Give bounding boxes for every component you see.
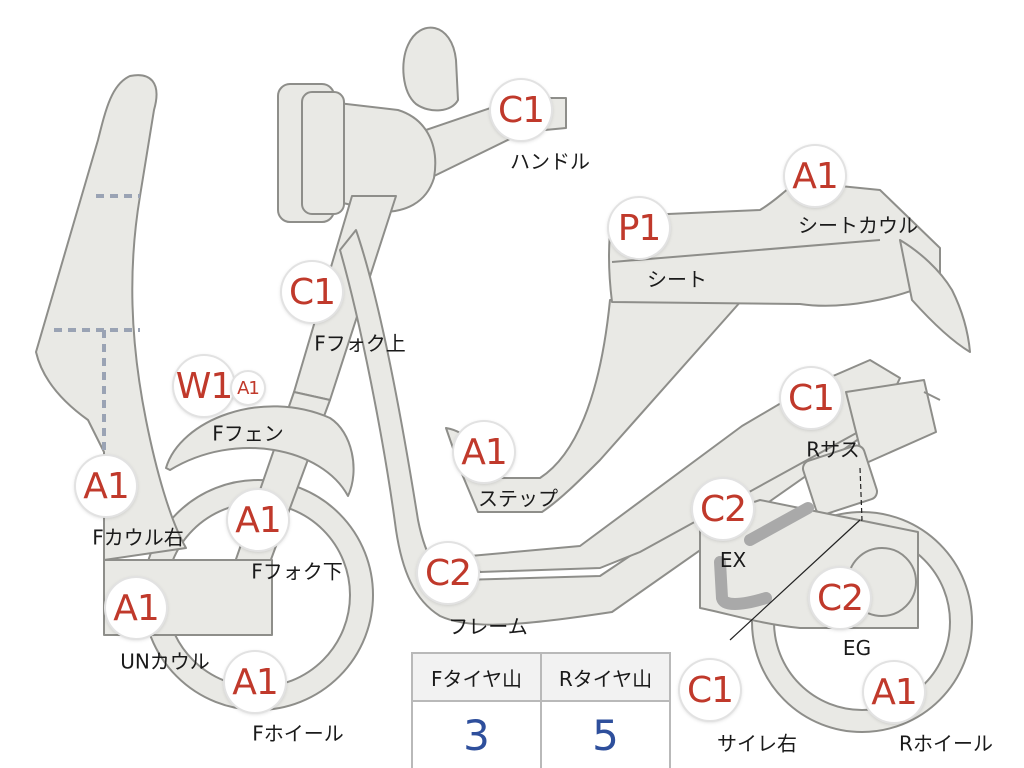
seat-code-badge: P1	[609, 198, 669, 258]
rear-wheel-label: Rホイール	[899, 731, 993, 756]
front-tire-value: 3	[463, 710, 490, 760]
fork-upper-label: Fフォク上	[314, 331, 406, 356]
front-wheel-code-badge: A1	[225, 652, 285, 712]
step-label: ステップ	[478, 486, 558, 511]
rear-sus-code-badge: C1	[781, 368, 841, 428]
under-cowl-label: UNカウル	[120, 649, 210, 674]
cowl-right-code-badge: A1	[76, 456, 136, 516]
tire-tread-table: Fタイヤ山 Rタイヤ山 3 5	[411, 652, 671, 768]
rear-suspension-shape	[845, 379, 937, 465]
headlight-lens-shape	[301, 91, 345, 215]
fork-lower-label: Fフォク下	[251, 559, 343, 584]
tire-table-header-row: Fタイヤ山 Rタイヤ山	[413, 654, 669, 702]
fender-label: Fフェン	[212, 421, 284, 446]
engine-code-badge: C2	[810, 568, 870, 628]
step-code-badge: A1	[454, 422, 514, 482]
fender-secondary-code-badge: A1	[232, 372, 264, 404]
seat-cowl-code-badge: A1	[785, 146, 845, 206]
tire-table-value-row: 3 5	[413, 702, 669, 768]
seat-cowl-tail-shape	[899, 239, 971, 353]
seat-label: シート	[647, 267, 707, 292]
exhaust-code-badge: C2	[693, 479, 753, 539]
seat-cowl-label: シートカウル	[798, 213, 918, 238]
rear-tire-value: 5	[540, 702, 669, 768]
front-cowl-shape	[35, 74, 187, 561]
frame-label: フレーム	[448, 614, 528, 639]
rear-wheel-code-badge: A1	[864, 662, 924, 722]
handle-code-badge: C1	[491, 80, 551, 140]
front-wheel-label: Fホイール	[252, 721, 344, 746]
windscreen-shape	[402, 26, 459, 112]
frame-shape	[339, 229, 901, 626]
fork-upper-code-badge: C1	[282, 262, 342, 322]
frame-code-badge: C2	[418, 543, 478, 603]
sus-spring-shape	[801, 444, 879, 516]
rear-tire-header: Rタイヤ山	[540, 654, 669, 700]
handle-label: ハンドル	[510, 149, 590, 174]
exhaust-label: EX	[719, 548, 747, 572]
under-cowl-code-badge: A1	[106, 578, 166, 638]
front-fender-shape	[165, 405, 355, 497]
muffler-right-label: サイレ右	[717, 731, 797, 756]
rear-sus-label: Rサス	[806, 437, 860, 462]
fender-code-badge: W1	[174, 356, 234, 416]
exhaust-pipe-shape	[714, 502, 814, 610]
muffler-right-code-badge: C1	[680, 660, 740, 720]
engine-label: EG	[842, 636, 872, 660]
fork-lower-code-badge: A1	[228, 490, 288, 550]
seat-shape	[608, 181, 941, 307]
cowl-right-label: Fカウル右	[92, 525, 184, 550]
front-tire-header: Fタイヤ山	[431, 666, 522, 691]
